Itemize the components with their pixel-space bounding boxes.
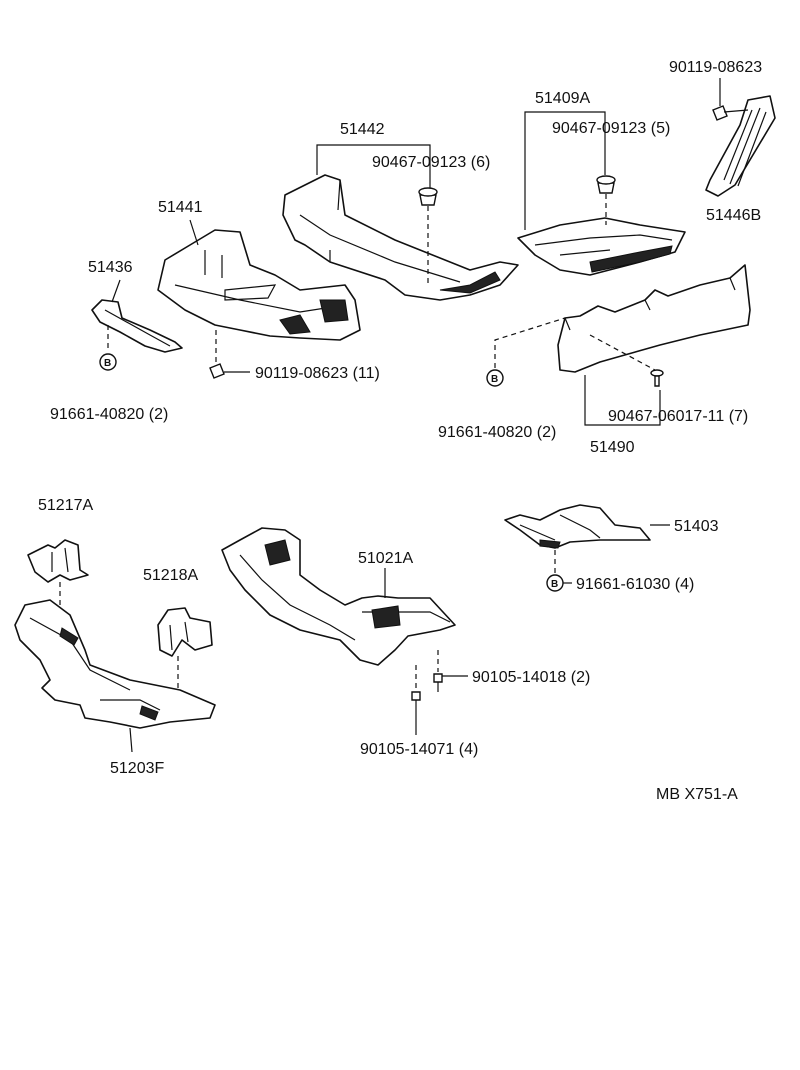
badge-b-mid: B bbox=[486, 369, 504, 387]
screw-90467-06017-11 bbox=[650, 369, 664, 387]
badge-b-mid-text: B bbox=[491, 374, 498, 385]
bolt-90119-08623-11 bbox=[209, 363, 250, 379]
label-90105-14018: 90105-14018 (2) bbox=[472, 669, 590, 686]
leader-51203f bbox=[129, 727, 133, 753]
label-51203f: 51203F bbox=[110, 760, 164, 777]
badge-b-right-text: B bbox=[551, 579, 558, 590]
part-51409a-shape bbox=[517, 217, 686, 276]
label-51490: 51490 bbox=[590, 439, 635, 456]
part-51403-shape bbox=[504, 504, 651, 549]
label-90119-08623-11: 90119-08623 (11) bbox=[255, 365, 380, 382]
label-90467-09123-6: 90467-09123 (6) bbox=[372, 154, 490, 171]
clip-90467-09123-5 bbox=[596, 175, 616, 194]
part-51203f-shape bbox=[14, 599, 216, 729]
label-ref-code: MB X751-A bbox=[656, 786, 738, 803]
label-91661-40820-left: 91661-40820 (2) bbox=[50, 406, 168, 423]
label-51409a: 51409A bbox=[535, 90, 590, 107]
label-51217a: 51217A bbox=[38, 497, 93, 514]
label-90119-08623-top: 90119-08623 bbox=[669, 59, 762, 76]
part-51490-shape bbox=[557, 264, 751, 373]
label-90467-09123-5: 90467-09123 (5) bbox=[552, 120, 670, 137]
part-51441-shape bbox=[157, 229, 361, 341]
leader-51436 bbox=[111, 279, 121, 303]
bolt-90105-14071 bbox=[411, 691, 421, 735]
badge-b-left: B bbox=[99, 353, 117, 371]
label-51021a: 51021A bbox=[358, 550, 413, 567]
label-51436: 51436 bbox=[88, 259, 133, 276]
label-51218a: 51218A bbox=[143, 567, 198, 584]
label-51403: 51403 bbox=[674, 518, 719, 535]
label-51446b: 51446B bbox=[706, 207, 761, 224]
part-51021a-shape bbox=[221, 527, 456, 666]
part-51217a-shape bbox=[27, 539, 89, 583]
part-51218a-shape bbox=[157, 607, 213, 657]
leader-51490-screw bbox=[589, 334, 656, 371]
bracket-51490 bbox=[584, 375, 661, 426]
leader-51490-badge bbox=[494, 317, 566, 368]
bracket-51409a bbox=[524, 111, 606, 230]
label-90105-14071: 90105-14071 (4) bbox=[360, 741, 478, 758]
label-51441: 51441 bbox=[158, 199, 203, 216]
label-51442: 51442 bbox=[340, 121, 385, 138]
part-51442-shape bbox=[282, 174, 519, 301]
label-90467-06017-11: 90467-06017-11 (7) bbox=[608, 408, 748, 425]
label-91661-61030: 91661-61030 (4) bbox=[576, 576, 694, 593]
part-51436-shape bbox=[91, 299, 183, 353]
clip-90467-09123-6 bbox=[418, 187, 438, 206]
leader-51441 bbox=[189, 219, 199, 246]
badge-b-left-text: B bbox=[104, 358, 111, 369]
bolt-90105-14018 bbox=[433, 673, 468, 692]
part-51446b-shape bbox=[705, 95, 776, 197]
bolt-90119-08623-top bbox=[712, 105, 749, 121]
badge-b-right: B bbox=[546, 574, 564, 592]
label-91661-40820-mid: 91661-40820 (2) bbox=[438, 424, 556, 441]
bracket-51442 bbox=[316, 144, 431, 190]
